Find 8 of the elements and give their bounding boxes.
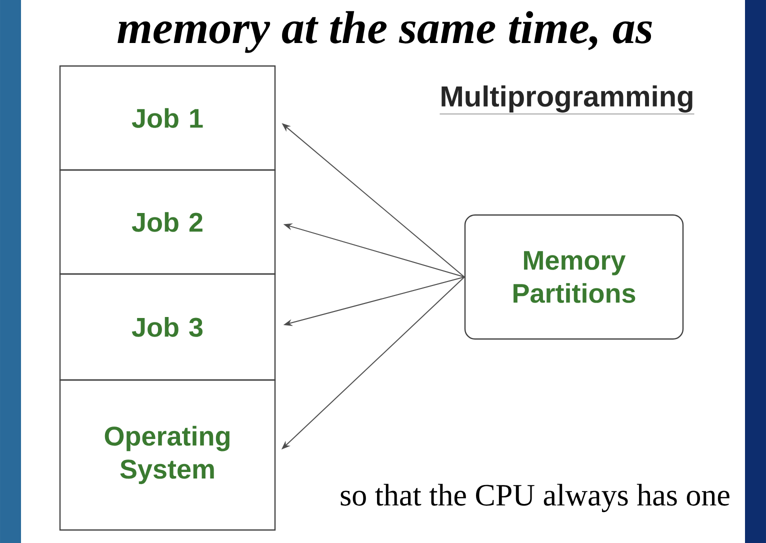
memory-block: Operating System [59, 379, 276, 531]
memory-block: Job 1 [59, 65, 276, 171]
partition-box: Memory Partitions [464, 214, 684, 340]
overlay-text: memory at the same time, as [118, 11, 652, 53]
diagram-title: Multiprogramming [440, 85, 694, 114]
memory-block: Job 2 [59, 169, 276, 275]
memory-block: Job 3 [59, 273, 276, 381]
overlay-text: so that the CPU always has one [340, 484, 730, 512]
